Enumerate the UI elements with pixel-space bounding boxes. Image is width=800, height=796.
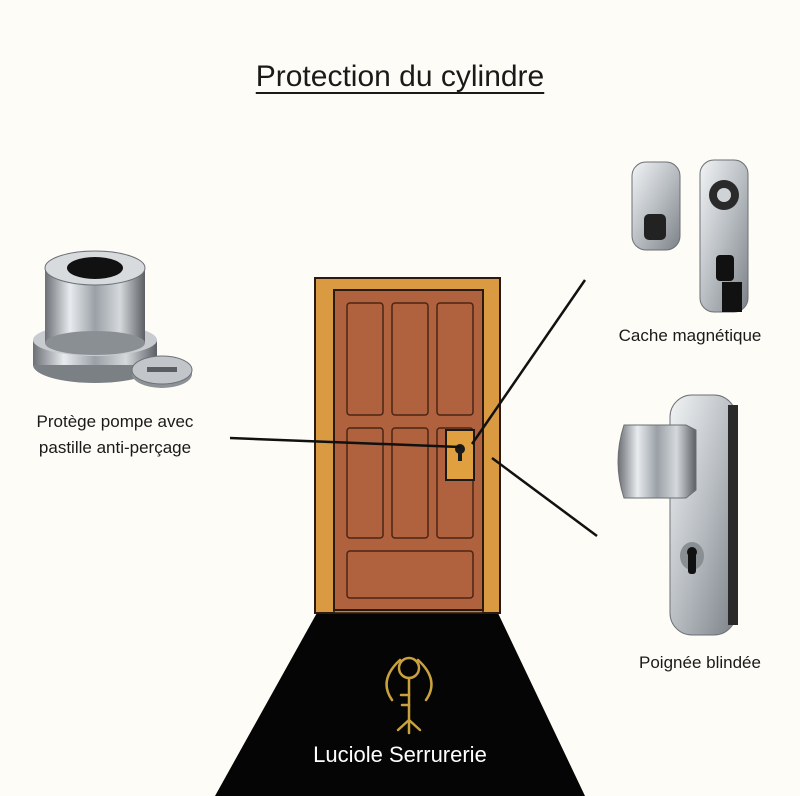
door: [333, 289, 484, 611]
connector-line-protege: [229, 436, 461, 449]
door-panel: [436, 427, 474, 539]
door-panel: [346, 550, 474, 599]
label-protege-line1: Protège pompe avec: [36, 412, 194, 431]
protege-pompe-image: [33, 250, 193, 388]
connector-line-cache: [470, 279, 587, 445]
door-panel: [346, 427, 384, 539]
connector-line-poignee: [491, 456, 598, 538]
firefly-key-icon: [385, 656, 433, 735]
door-lock: [445, 429, 475, 481]
door-panel: [391, 302, 429, 416]
label-poignee-blindee: Poignée blindée: [639, 653, 761, 672]
page-title: Protection du cylindre: [255, 60, 545, 93]
floor-trapezoid: [215, 611, 585, 796]
label-protege-line2: pastille anti-perçage: [38, 438, 192, 457]
label-protege-pompe: Protège pompe avec pastille anti-perçage: [15, 409, 215, 461]
door-panel: [391, 427, 429, 539]
poignee-blindee-image: [617, 394, 738, 636]
label-cache-magnetique: Cache magnétique: [618, 326, 762, 345]
door-panel: [436, 302, 474, 416]
brand-name: Luciole Serrurerie: [313, 742, 487, 767]
door-panel: [346, 302, 384, 416]
cache-magnetique-image: [631, 159, 749, 313]
